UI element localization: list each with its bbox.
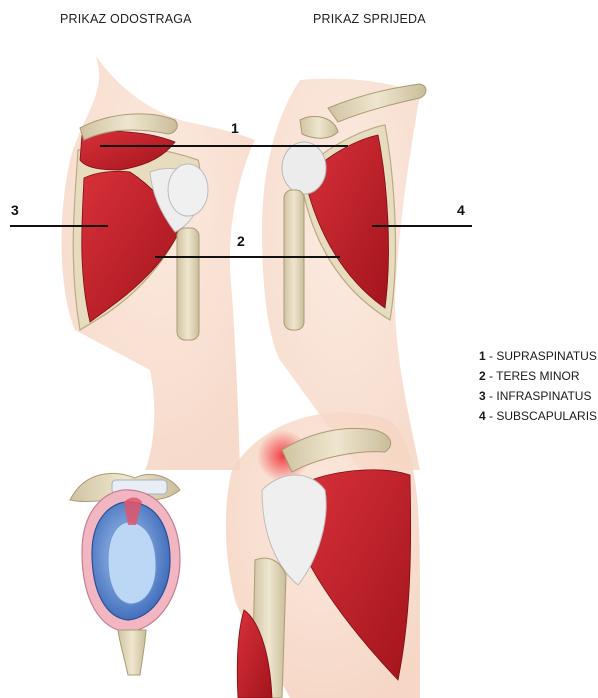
legend-row-1: 1 - SUPRASPINATUS	[479, 346, 597, 366]
callout-number-3: 3	[11, 202, 19, 218]
legend-muscle-name: SUBSCAPULARIS	[496, 409, 597, 423]
muscle-legend: 1 - SUPRASPINATUS 2 - TERES MINOR 3 - IN…	[479, 346, 597, 426]
legend-number: 3	[479, 389, 486, 403]
back-humerus-shaft	[177, 228, 199, 340]
back-view-title: PRIKAZ ODOSTRAGA	[60, 12, 192, 26]
callout-number-4: 4	[457, 202, 465, 218]
back-view-illustration	[62, 55, 255, 470]
glenoid-cavity-illustration	[70, 473, 180, 675]
legend-muscle-name: INFRASPINATUS	[496, 389, 591, 403]
front-humeral-head	[282, 142, 326, 194]
legend-muscle-name: SUPRASPINATUS	[496, 349, 596, 363]
shoulder-injury-illustration	[226, 412, 420, 698]
front-view-title: PRIKAZ SPRIJEDA	[313, 12, 426, 26]
legend-number: 2	[479, 369, 486, 383]
front-view-illustration	[262, 79, 426, 470]
legend-muscle-name: TERES MINOR	[496, 369, 579, 383]
front-humerus-shaft	[284, 190, 304, 330]
back-humeral-head	[168, 164, 208, 216]
glenoid-inner-cup	[108, 522, 156, 604]
legend-number: 1	[479, 349, 486, 363]
legend-row-2: 2 - TERES MINOR	[479, 366, 597, 386]
callout-number-2: 2	[237, 233, 245, 249]
glenoid-neck-bone	[118, 630, 146, 675]
callout-number-1: 1	[231, 120, 239, 136]
legend-row-3: 3 - INFRASPINATUS	[479, 386, 597, 406]
legend-row-4: 4 - SUBSCAPULARIS	[479, 406, 597, 426]
legend-number: 4	[479, 409, 486, 423]
